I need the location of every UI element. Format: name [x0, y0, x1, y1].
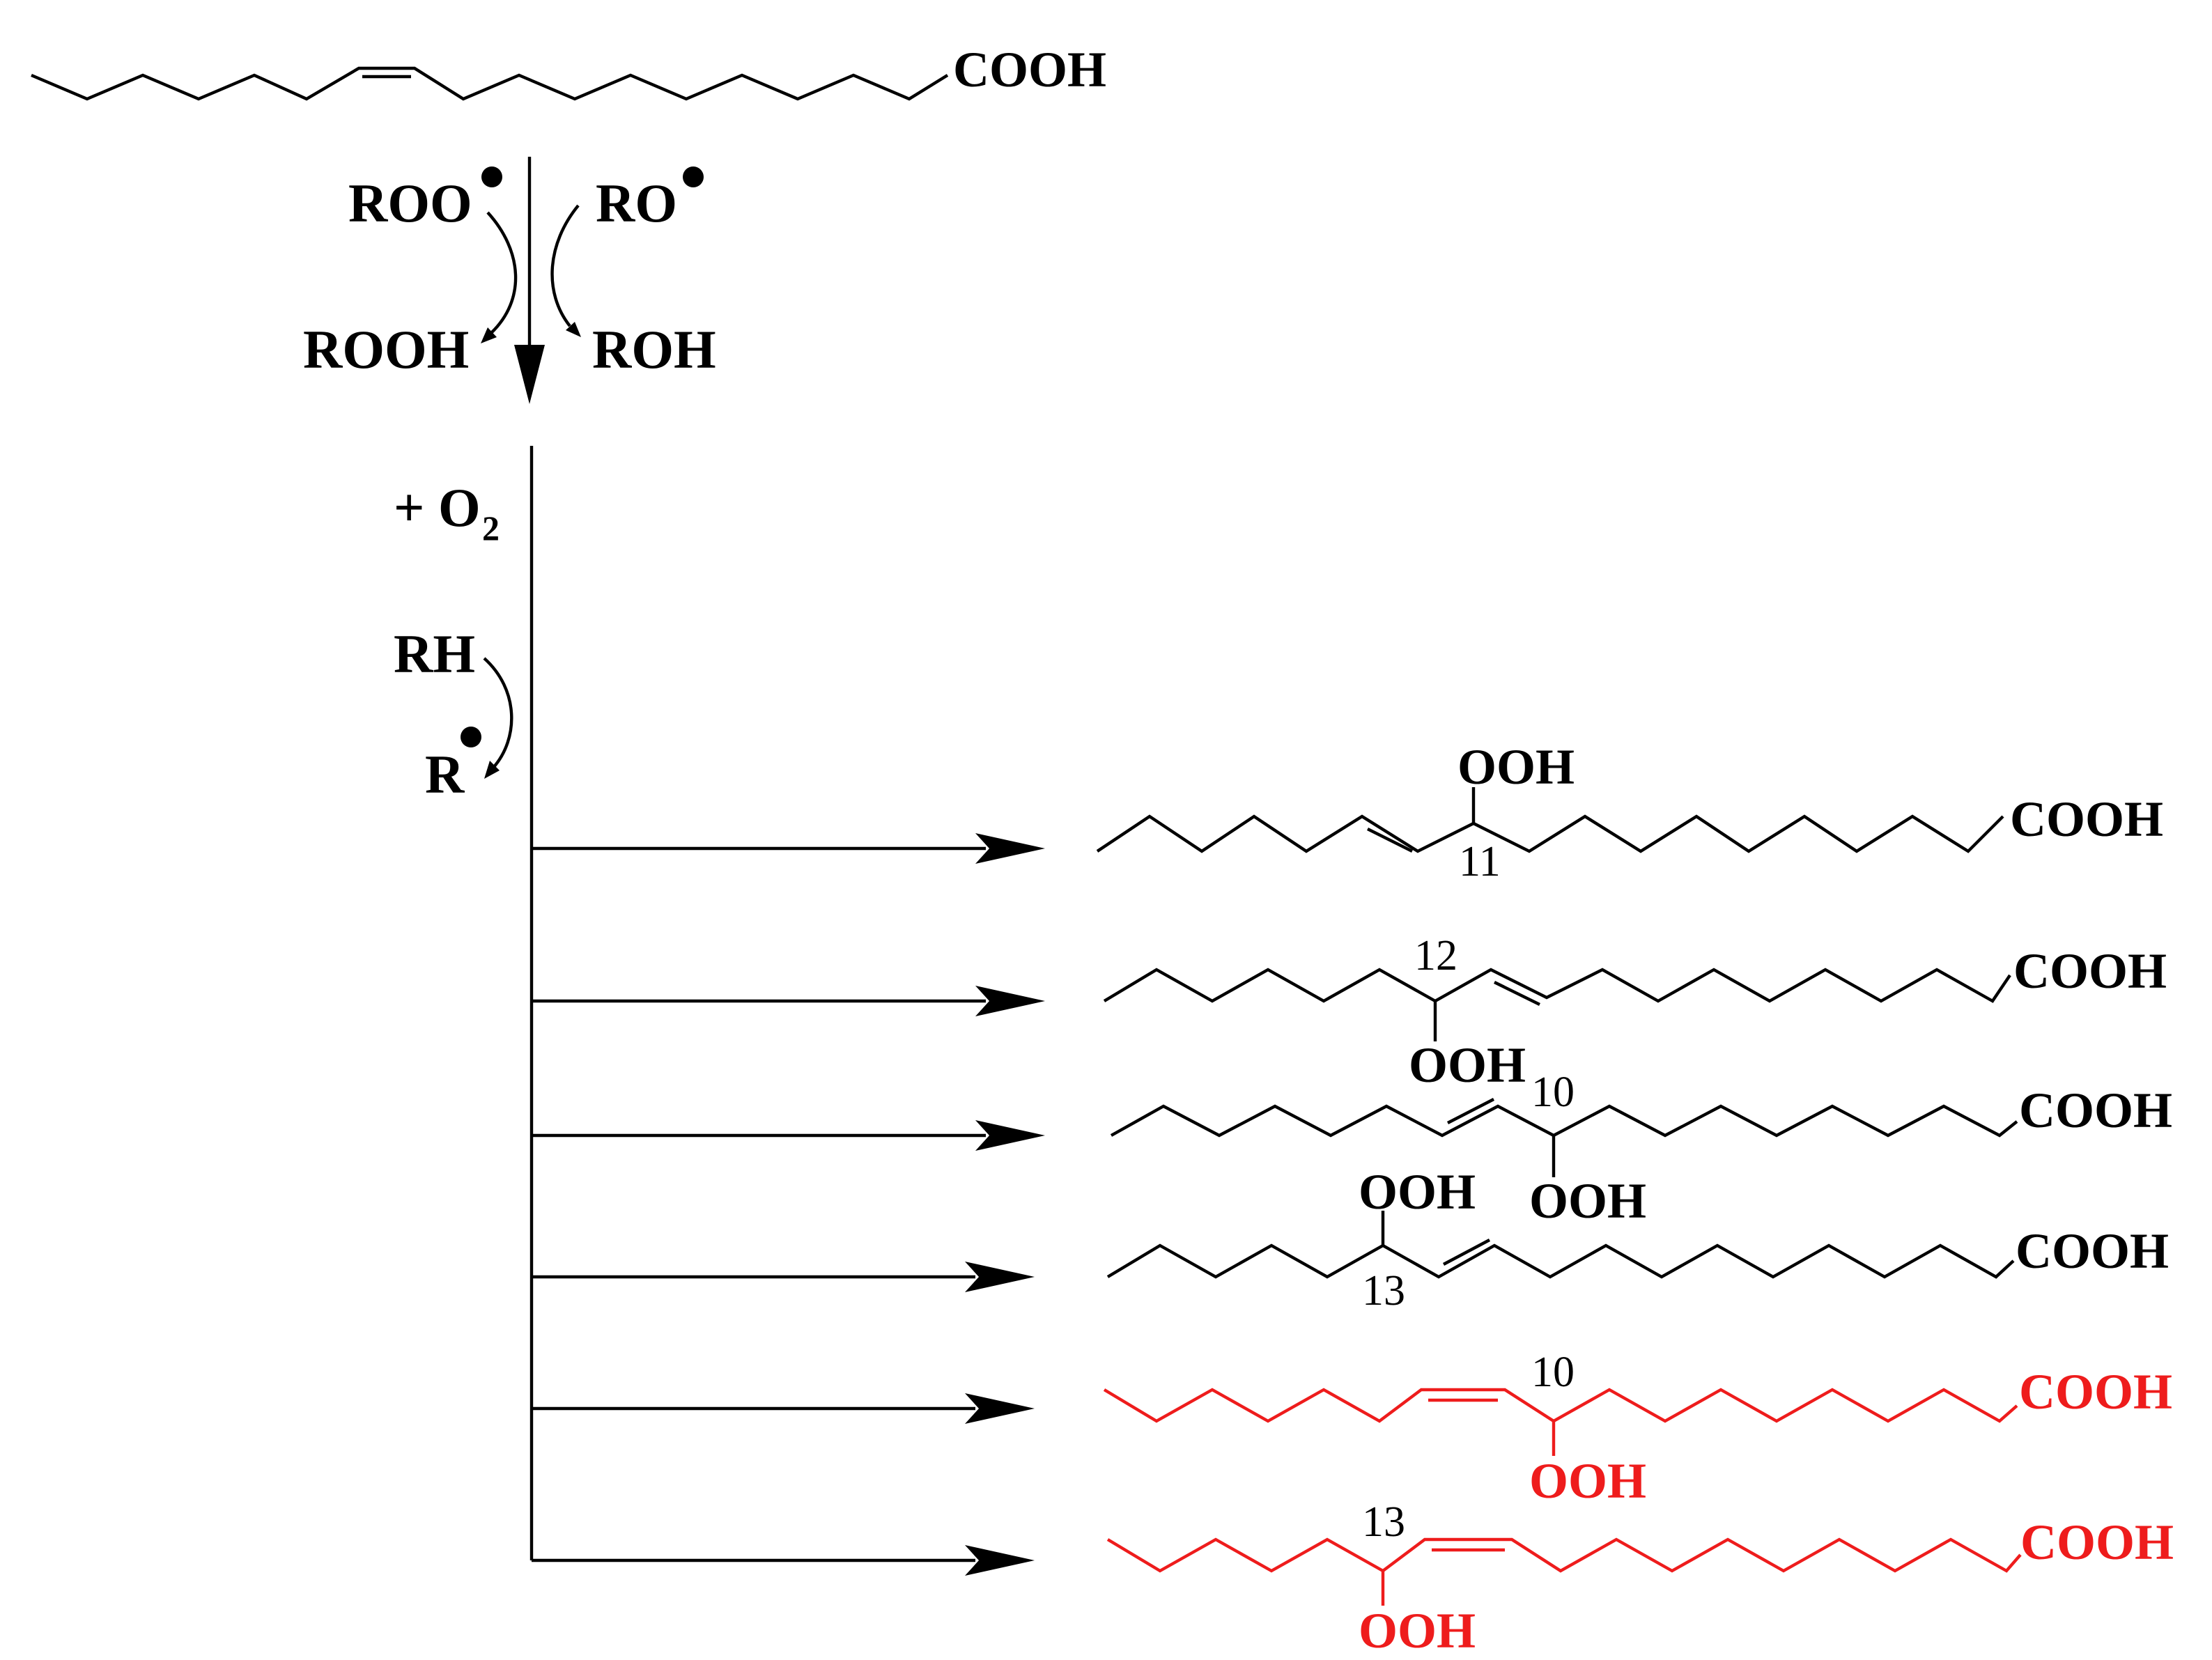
alkoxyl-radical-dot: [683, 166, 704, 187]
curved-arrow-rh: [483, 657, 513, 769]
product3-cooh-label: COOH: [2019, 1083, 2172, 1138]
alkyl-radical-label: R: [425, 744, 465, 805]
curved-arrow-left-head: [481, 327, 497, 343]
hydroperoxide-byproduct-label: ROOH: [303, 319, 469, 380]
product4-chain-bond: [1106, 1243, 2015, 1279]
step1-abstraction: ROO RO ROOH ROH: [303, 157, 716, 404]
product6-position-label: 13: [1362, 1498, 1405, 1546]
oxygen-addition-label: + O: [394, 477, 481, 538]
alkyl-radical-dot: [461, 727, 481, 747]
product-arrow-head-6: [965, 1545, 1035, 1576]
product1-chain-bond: [1096, 814, 2004, 853]
product6-cooh-label: COOH: [2020, 1514, 2174, 1570]
product3-ooh-label: OOH: [1529, 1173, 1646, 1229]
product-arrow-head-1: [975, 833, 1045, 864]
product1-ooh-label: OOH: [1457, 739, 1575, 795]
product4-position-label: 13: [1362, 1267, 1405, 1314]
product-13-hydroperoxide: OOH 13 COOH: [1106, 1164, 2169, 1314]
product4-trans-double-bond: [1442, 1239, 1491, 1266]
product3-position-label: 10: [1531, 1069, 1575, 1116]
product5-cooh-label: COOH: [2019, 1364, 2172, 1420]
product1-trans-double-bond: [1367, 828, 1413, 853]
step1-main-arrow-head: [514, 345, 545, 404]
peroxyl-radical-label: ROO: [348, 173, 472, 233]
product-arrow-head-5: [965, 1393, 1035, 1424]
oleic-acid-chain-bond: [31, 66, 949, 101]
product5-position-label: 10: [1531, 1349, 1575, 1396]
product-arrow-head-3: [975, 1120, 1045, 1151]
product2-chain-bond: [1103, 968, 2011, 1003]
product3-chain-bond: [1110, 1104, 2018, 1138]
alcohol-byproduct-label: ROH: [592, 319, 716, 380]
product2-position-label: 12: [1414, 932, 1457, 979]
product2-trans-double-bond: [1494, 981, 1540, 1006]
curved-arrow-rh-head: [484, 761, 500, 779]
product-11-hydroperoxide: OOH 11 COOH: [1096, 739, 2163, 885]
oxygen-subscript: 2: [482, 509, 500, 548]
product-13-hydroperoxide-cis: OOH 13 COOH: [1106, 1498, 2174, 1659]
oleic-acid-cooh-label: COOH: [953, 42, 1106, 98]
curved-arrow-left: [486, 211, 518, 334]
product-10-hydroperoxide: OOH 10 COOH: [1110, 1069, 2172, 1229]
curved-arrow-right: [550, 204, 580, 327]
product4-cooh-label: COOH: [2016, 1223, 2169, 1279]
product5-ooh-label: OOH: [1529, 1453, 1646, 1509]
product-arrow-head-2: [975, 986, 1045, 1016]
product-arrow-head-4: [965, 1262, 1035, 1292]
product6-chain-bond: [1106, 1537, 2022, 1573]
product-12-hydroperoxide: OOH 12 COOH: [1103, 932, 2167, 1093]
product2-cooh-label: COOH: [2013, 943, 2167, 999]
product3-trans-double-bond: [1446, 1098, 1495, 1124]
product-10-hydroperoxide-cis: OOH 10 COOH: [1103, 1349, 2172, 1509]
alkoxyl-radical-label: RO: [596, 173, 677, 233]
oleic-acid-structure: COOH: [31, 42, 1106, 101]
peroxyl-radical-dot: [481, 166, 502, 187]
curved-arrow-right-head: [566, 322, 581, 337]
product5-chain-bond: [1103, 1388, 2018, 1423]
product4-ooh-label: OOH: [1359, 1164, 1476, 1220]
hydrogen-donor-label: RH: [394, 623, 475, 684]
product6-ooh-label: OOH: [1359, 1603, 1476, 1659]
product1-cooh-label: COOH: [2010, 791, 2163, 847]
product1-position-label: 11: [1459, 838, 1501, 885]
product2-ooh-label: OOH: [1409, 1037, 1526, 1093]
step2-oxygenation: + O 2 RH R: [394, 446, 1045, 1576]
